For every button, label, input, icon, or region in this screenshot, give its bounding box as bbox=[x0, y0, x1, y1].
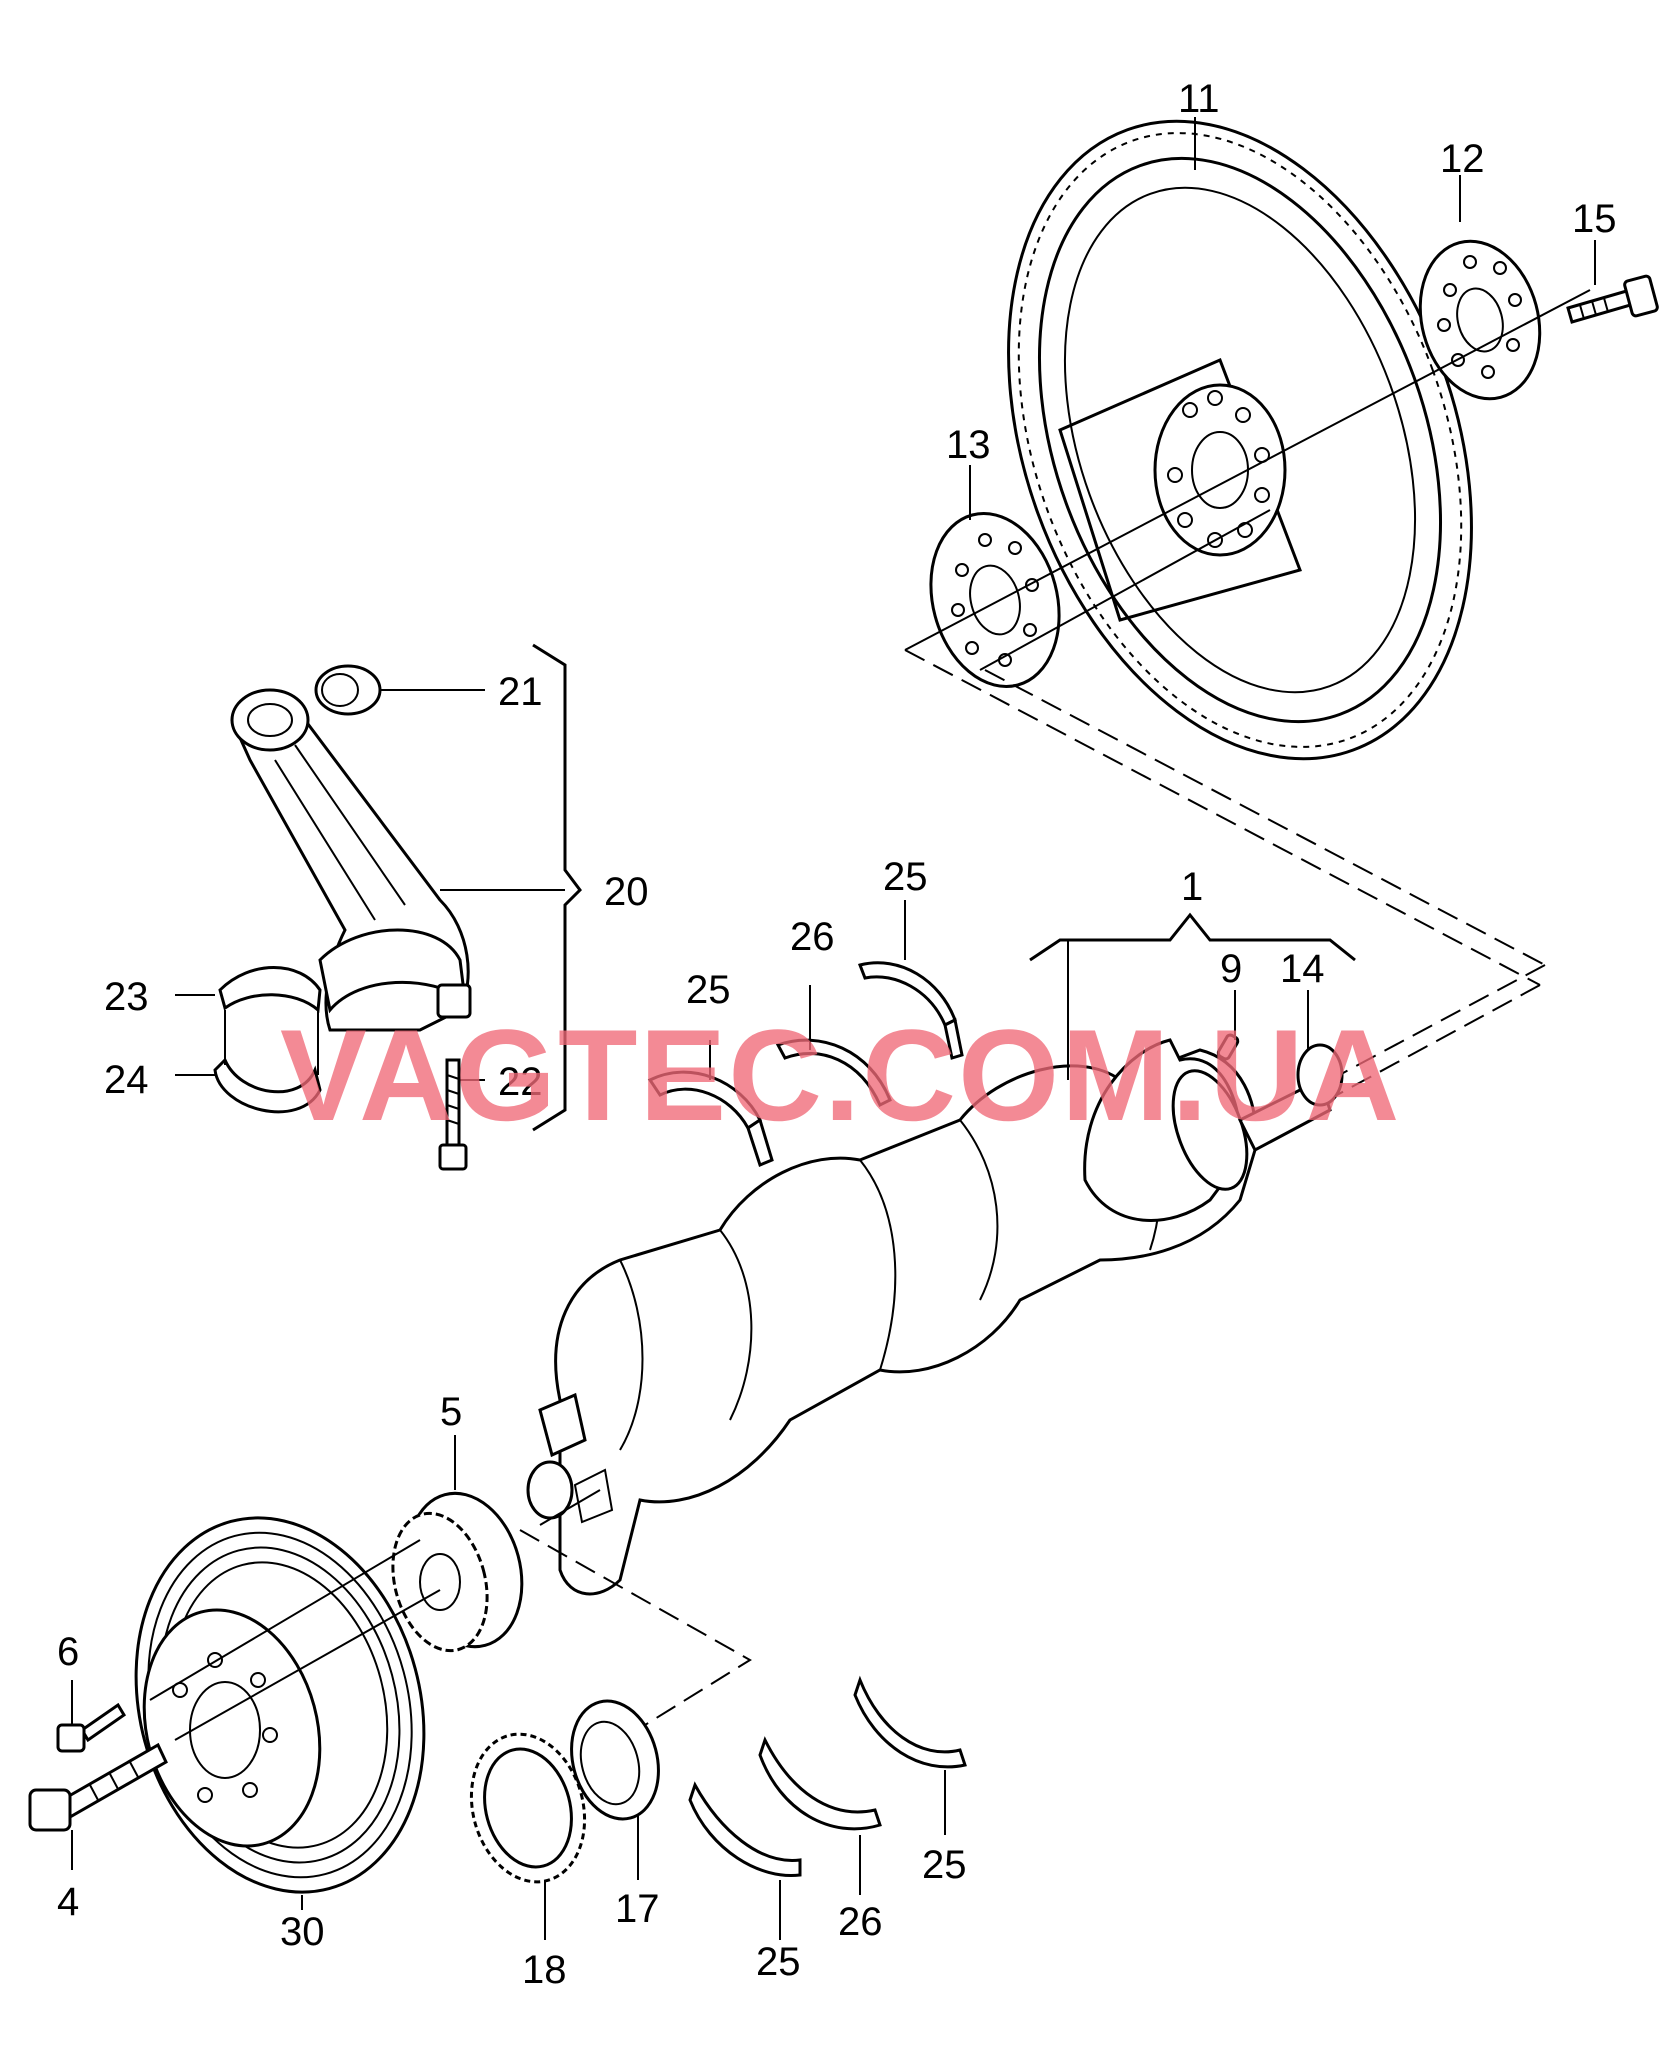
sender-wheel-ring bbox=[469, 1732, 587, 1884]
lower-main-bearing-shells bbox=[688, 1675, 967, 1878]
rod-bearing-shells bbox=[213, 966, 322, 1114]
vibration-damper-pulley bbox=[134, 1516, 426, 1894]
callout-23: 23 bbox=[104, 975, 149, 1019]
callout-5: 5 bbox=[440, 1390, 462, 1434]
flywheel-bolt bbox=[1566, 274, 1659, 324]
callout-26-lower: 26 bbox=[838, 1900, 883, 1944]
flywheel-drive-plate bbox=[1007, 119, 1473, 761]
callout-18: 18 bbox=[522, 1948, 567, 1992]
callout-22: 22 bbox=[498, 1060, 543, 1104]
callout-25-lower-right: 25 bbox=[922, 1843, 967, 1887]
callout-25-upper-left: 25 bbox=[686, 968, 731, 1012]
pulley-center-bolt bbox=[28, 1742, 168, 1832]
crankshaft-sprocket bbox=[391, 1491, 524, 1653]
callout-9: 9 bbox=[1220, 947, 1242, 991]
rod-bolt bbox=[438, 1058, 468, 1171]
oil-seal bbox=[570, 1699, 660, 1821]
callout-4: 4 bbox=[57, 1880, 79, 1924]
callout-20: 20 bbox=[604, 870, 649, 914]
crankshaft bbox=[526, 1033, 1344, 1596]
leader-lines bbox=[71, 117, 1596, 1940]
callout-30: 30 bbox=[280, 1910, 325, 1954]
callout-26-upper: 26 bbox=[790, 915, 835, 959]
callout-25-lower-left: 25 bbox=[756, 1940, 801, 1984]
callout-25-upper-right: 25 bbox=[883, 855, 928, 899]
small-end-bush bbox=[314, 664, 382, 716]
callout-17: 17 bbox=[615, 1887, 660, 1931]
upper-main-bearing-shells bbox=[647, 961, 964, 1168]
connecting-rod bbox=[230, 688, 472, 1032]
callout-13: 13 bbox=[946, 423, 991, 467]
callout-1: 1 bbox=[1181, 865, 1203, 909]
callout-labels: 11 12 15 13 21 20 23 24 22 25 26 25 1 9 … bbox=[57, 77, 1617, 1992]
callout-15: 15 bbox=[1572, 197, 1617, 241]
pulley-small-bolt bbox=[56, 1702, 127, 1753]
callout-14: 14 bbox=[1280, 947, 1325, 991]
callout-12: 12 bbox=[1440, 137, 1485, 181]
callout-6: 6 bbox=[57, 1630, 79, 1674]
callout-24: 24 bbox=[104, 1058, 149, 1102]
callout-21: 21 bbox=[498, 670, 543, 714]
callout-11: 11 bbox=[1178, 77, 1220, 121]
spacer-plate bbox=[1418, 239, 1542, 401]
watermark-text: VAGTEC.COM.UA bbox=[280, 1002, 1401, 1148]
